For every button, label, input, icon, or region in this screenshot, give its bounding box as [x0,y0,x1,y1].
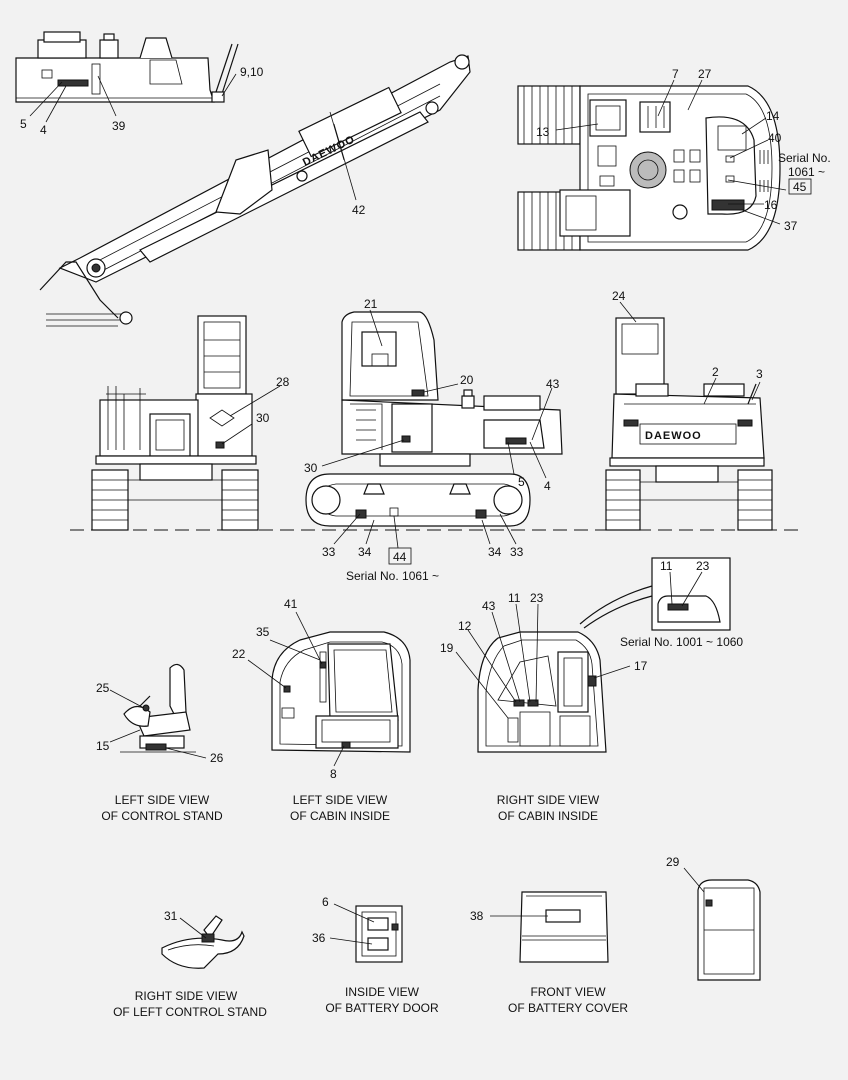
cabin-right-inside [477,631,607,753]
caption-left-stand-line1: RIGHT SIDE VIEW [135,989,238,1003]
callout-4-b: 4 [544,479,551,493]
callout-23-a: 23 [696,559,710,573]
callout-20: 20 [460,373,474,387]
rear-view-machine [605,317,773,531]
callout-24: 24 [612,289,626,303]
callout-42: 42 [352,203,366,217]
callout-17: 17 [634,659,648,673]
leader-lines [29,73,787,945]
caption-control-stand-line1: LEFT SIDE VIEW [115,793,210,807]
callout-16: 16 [764,198,778,212]
callout-21: 21 [364,297,378,311]
engine-hood-side-view [15,31,239,103]
callout-36: 36 [312,931,326,945]
caption-battery-door-line1: INSIDE VIEW [345,985,420,999]
callout-44: 44 [393,550,407,564]
callout-box-44 [388,547,412,565]
callout-28: 28 [276,375,290,389]
callout-9-10: 9,10 [240,65,264,79]
callout-41: 41 [284,597,298,611]
callout-3: 3 [756,367,763,381]
caption-control-stand-line2: OF CONTROL STAND [101,809,223,823]
callout-11-a: 11 [660,559,673,573]
callout-33-b: 33 [510,545,524,559]
caption-cabin-left-line2: OF CABIN INSIDE [290,809,390,823]
callout-25: 25 [96,681,110,695]
callout-13: 13 [536,125,550,139]
callout-40: 40 [768,131,782,145]
callout-15: 15 [96,739,110,753]
callout-30-b: 30 [304,461,318,475]
callout-38: 38 [470,909,484,923]
left-control-stand [161,915,245,969]
callout-27: 27 [698,67,712,81]
caption-battery-cover-line2: OF BATTERY COVER [508,1001,628,1015]
callout-7: 7 [672,67,679,81]
serial-label-side: Serial No. 1061 ~ [346,569,439,583]
callout-22: 22 [232,647,246,661]
callout-19: 19 [440,641,454,655]
serial-1001-inset [579,557,731,631]
callout-12: 12 [458,619,472,633]
side-view-machine [305,311,563,527]
callout-5-a: 5 [20,117,27,131]
battery-cover-front [519,891,609,963]
callout-30-a: 30 [256,411,270,425]
callout-33-a: 33 [322,545,336,559]
callout-14: 14 [766,109,780,123]
callout-45: 45 [793,180,807,194]
cabin-front-view [697,879,761,981]
serial-label-inset: Serial No. 1001 ~ 1060 [620,635,743,649]
callout-34-b: 34 [488,545,502,559]
caption-left-stand-line2: OF LEFT CONTROL STAND [113,1005,267,1019]
callout-31: 31 [164,909,178,923]
serial-range-plan: 1061 ~ [788,165,825,179]
plan-view [517,85,781,251]
front-view-machine [91,315,259,531]
callout-11-b: 11 [508,591,521,605]
callout-35: 35 [256,625,270,639]
rear-brand-label: DAEWOO [645,430,702,442]
callout-39: 39 [112,119,126,133]
callout-4-a: 4 [40,123,47,137]
callout-29: 29 [666,855,680,869]
serial-label-plan: Serial No. [778,151,831,165]
caption-cabin-left-line1: LEFT SIDE VIEW [293,793,388,807]
callout-8: 8 [330,767,337,781]
boom-arm [39,54,471,327]
caption-battery-door-line2: OF BATTERY DOOR [325,1001,439,1015]
control-stand [120,663,196,753]
caption-cabin-right-line2: OF CABIN INSIDE [498,809,598,823]
callout-5-b: 5 [518,475,525,489]
callout-23-b: 23 [530,591,544,605]
callout-6: 6 [322,895,329,909]
callout-2: 2 [712,365,719,379]
callout-box-45 [788,178,812,195]
caption-battery-cover-line1: FRONT VIEW [530,985,606,999]
caption-cabin-right-line1: RIGHT SIDE VIEW [497,793,600,807]
callout-43-a: 43 [546,377,560,391]
cabin-left-inside [271,631,411,753]
callout-43-b: 43 [482,599,496,613]
callout-26: 26 [210,751,224,765]
callout-37: 37 [784,219,798,233]
callout-34-a: 34 [358,545,372,559]
battery-door-inside [355,905,403,963]
